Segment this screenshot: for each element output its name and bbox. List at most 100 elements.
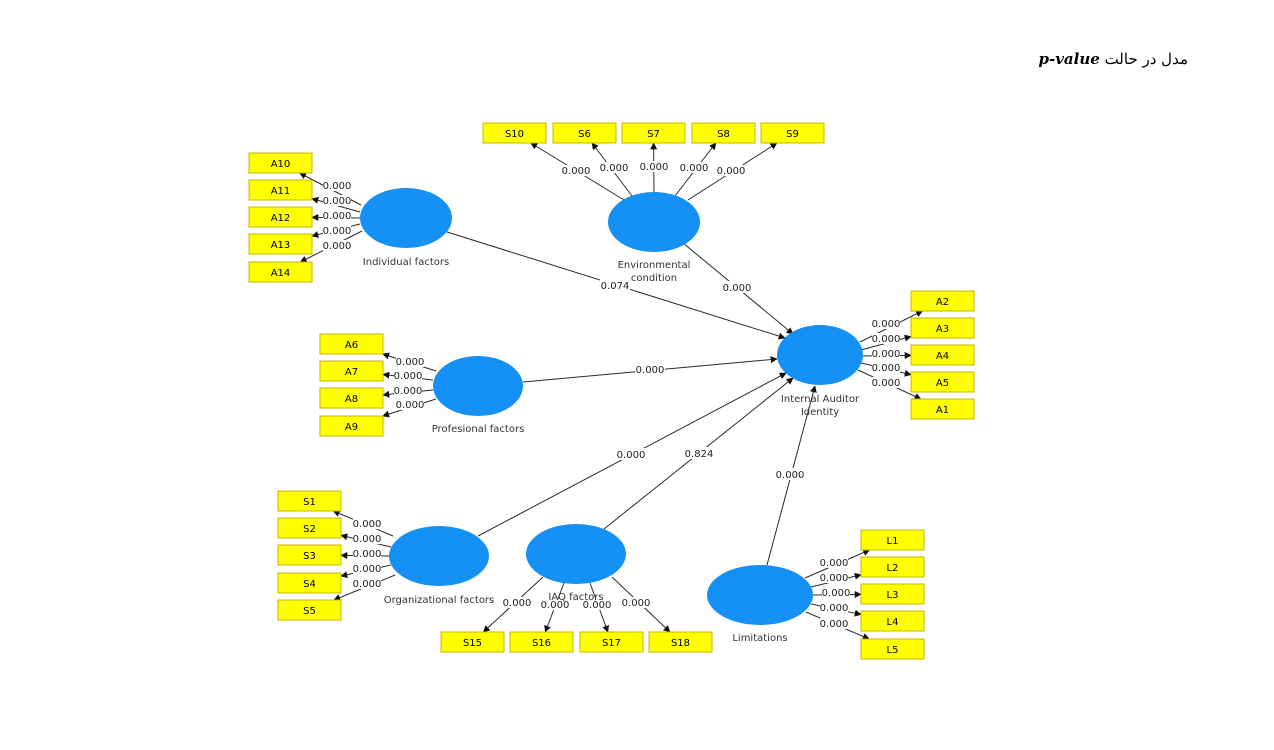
indicator-box-l1 — [860, 529, 925, 551]
indicator-label-s16: S16 — [532, 638, 551, 649]
indicator-box-a6 — [319, 333, 384, 355]
loading-pvalue-a6: 0.000 — [396, 357, 425, 368]
indicator-label-a5: A5 — [936, 378, 949, 389]
pvalue-label-bg — [394, 370, 422, 381]
pvalue-label-bg — [503, 597, 531, 608]
pvalue-label-bg — [323, 180, 351, 191]
indicator-box-a7 — [319, 360, 384, 382]
indicator-label-s8: S8 — [717, 129, 730, 140]
construct-iaq — [526, 524, 626, 584]
indicator-label-a10: A10 — [271, 159, 291, 170]
indicator-box-s10 — [482, 122, 547, 144]
loading-pvalue-s2: 0.000 — [353, 534, 382, 545]
loading-pvalue-s3: 0.000 — [353, 549, 382, 560]
pvalue-label-bg — [722, 281, 752, 293]
construct-internal — [777, 325, 863, 385]
pvalue-label-bg — [820, 572, 848, 583]
pvalue-label-bg — [323, 240, 351, 251]
indicator-box-a12 — [248, 206, 313, 228]
path-pvalue-profesional: 0.000 — [636, 365, 665, 376]
loading-pvalue-s10: 0.000 — [562, 166, 591, 177]
loading-pvalue-a8: 0.000 — [394, 386, 423, 397]
pvalue-label-bg — [872, 377, 900, 388]
pvalue-label-bg — [616, 448, 646, 460]
pvalue-label-bg — [872, 348, 900, 359]
indicator-label-s2: S2 — [303, 524, 316, 535]
pvalue-label-bg — [353, 548, 381, 559]
pvalue-label-bg — [562, 165, 590, 176]
indicator-box-s6 — [552, 122, 617, 144]
path-pvalue-organizational: 0.000 — [617, 450, 646, 461]
indicator-box-l5 — [860, 638, 925, 660]
pvalue-label-bg — [396, 399, 424, 410]
pvalue-label-bg — [640, 161, 668, 172]
indicator-box-s1 — [277, 490, 342, 512]
pvalue-labels: 0.000 0.000 0.000 0.000 0.000 0.000 0.000 0.000… — [323, 161, 901, 630]
indicator-label-l4: L4 — [887, 617, 899, 628]
pvalue-label-bg — [872, 318, 900, 329]
pvalue-label-bg — [600, 162, 628, 173]
construct-profesional — [433, 356, 523, 416]
loading-pvalue-l2: 0.000 — [820, 573, 849, 584]
loading-pvalue-s15: 0.000 — [503, 598, 532, 609]
indicator-label-a11: A11 — [271, 186, 291, 197]
indicator-label-a2: A2 — [936, 297, 949, 308]
loading-pvalue-a10: 0.000 — [323, 181, 352, 192]
indicator-box-l3 — [860, 583, 925, 605]
construct-name-individual: Individual factors — [363, 257, 449, 268]
indicator-box-s3 — [277, 544, 342, 566]
pvalue-label-bg — [820, 557, 848, 568]
pvalue-label-bg — [323, 210, 351, 221]
pvalue-label-bg — [717, 165, 745, 176]
pvalue-label-bg — [323, 195, 351, 206]
indicator-box-s15 — [440, 631, 505, 653]
indicator-box-s2 — [277, 517, 342, 539]
indicator-label-a3: A3 — [936, 324, 949, 335]
construct-environmental — [608, 192, 700, 252]
pvalue-label-bg — [353, 518, 381, 529]
indicator-box-s9 — [760, 122, 825, 144]
pvalue-label-bg — [600, 279, 630, 291]
indicator-box-s4 — [277, 572, 342, 594]
loading-pvalue-s8: 0.000 — [680, 163, 709, 174]
indicator-label-s5: S5 — [303, 606, 316, 617]
construct-name-environmental: condition — [631, 273, 677, 284]
loading-pvalue-a11: 0.000 — [323, 196, 352, 207]
indicator-box-s5 — [277, 599, 342, 621]
construct-name-limitations: Limitations — [732, 633, 787, 644]
indicator-box-a5 — [910, 371, 975, 393]
construct-individual — [360, 188, 452, 248]
indicator-label-s6: S6 — [578, 129, 591, 140]
loading-pvalue-l4: 0.000 — [820, 603, 849, 614]
indicator-label-a8: A8 — [345, 394, 358, 405]
pvalue-label-bg — [680, 162, 708, 173]
indicator-box-s18 — [648, 631, 713, 653]
indicator-label-s1: S1 — [303, 497, 316, 508]
path-pvalue-limitations: 0.000 — [776, 470, 805, 481]
indicator-label-a13: A13 — [271, 240, 291, 251]
pvalue-label-bg — [541, 599, 569, 610]
indicator-box-s16 — [509, 631, 574, 653]
pvalue-label-bg — [775, 468, 805, 480]
pvalue-label-bg — [820, 602, 848, 613]
construct-name-profesional: Profesional factors — [432, 424, 525, 435]
indicator-label-l3: L3 — [887, 590, 899, 601]
loading-pvalue-s5: 0.000 — [353, 579, 382, 590]
loading-pvalue-l3: 0.000 — [822, 588, 851, 599]
pvalue-label-bg — [353, 563, 381, 574]
pvalue-label-bg — [872, 333, 900, 344]
indicator-box-s17 — [579, 631, 644, 653]
loading-pvalue-a7: 0.000 — [394, 371, 423, 382]
loading-pvalue-l5: 0.000 — [820, 619, 849, 630]
loading-pvalue-a1: 0.000 — [872, 378, 901, 389]
pvalue-label-bg — [820, 618, 848, 629]
indicator-label-s18: S18 — [671, 638, 690, 649]
indicator-box-l4 — [860, 610, 925, 632]
indicator-box-s8 — [691, 122, 756, 144]
indicator-label-l2: L2 — [887, 563, 899, 574]
indicator-label-l1: L1 — [887, 536, 899, 547]
loading-pvalue-a9: 0.000 — [396, 400, 425, 411]
indicator-label-l5: L5 — [887, 645, 899, 656]
